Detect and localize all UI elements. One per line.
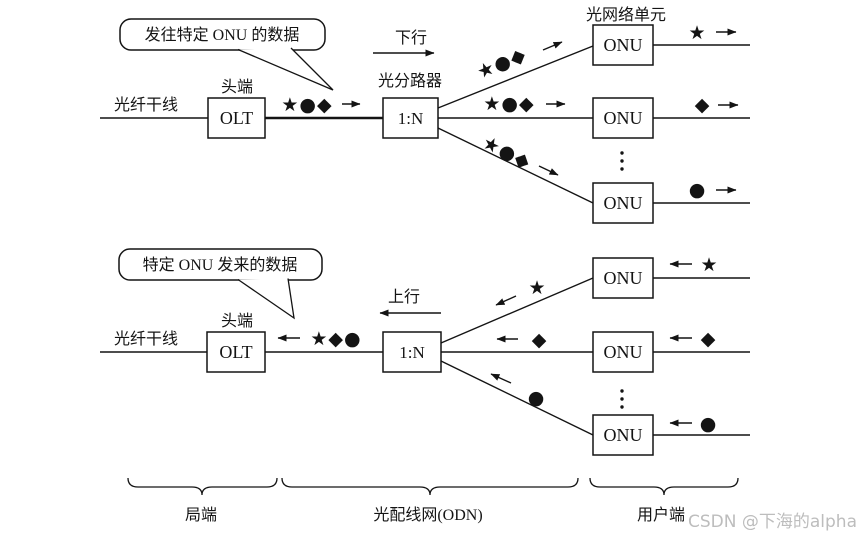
downstream-branch-payload-1: ★●◆ xyxy=(474,43,530,83)
downstream-onu-box-2 xyxy=(592,97,654,139)
upstream-callout-bubble xyxy=(118,248,323,281)
downstream-branch-arrow-3 xyxy=(538,165,559,176)
downstream-delivered-symbol-2: ◆ xyxy=(695,94,710,116)
brace-odn xyxy=(281,477,579,496)
downstream-delivered-symbol-1: ★ xyxy=(688,22,705,44)
upstream-branch-line-1 xyxy=(440,277,594,344)
upstream-onu-label-3: ONU xyxy=(604,425,643,445)
upstream-splitter-box xyxy=(382,331,442,373)
upstream-fiber-trunk-label: 光纤干线 xyxy=(114,330,178,348)
downstream-splitter-ratio: 1:N xyxy=(398,109,424,128)
section-label-user-side: 用户端 xyxy=(637,506,685,524)
upstream-sent-symbol-1: ★ xyxy=(700,254,717,276)
csdn-watermark: CSDN @下海的alpha xyxy=(688,512,857,532)
upstream-callout-tail xyxy=(237,278,295,320)
upstream-splitter-ratio: 1:N xyxy=(399,343,425,362)
downstream-diagram: 发往特定 ONU 的数据 下行 光纤干线 头端 OLT ★●◆ 光分路器 1:N… xyxy=(100,5,750,224)
downstream-callout-bubble xyxy=(119,18,326,51)
downstream-splitter-title: 光分路器 xyxy=(378,72,442,90)
downstream-callout-label: 发往特定 ONU 的数据 xyxy=(145,26,300,44)
footer-section-braces: 局端 光配线网(ODN) 用户端 xyxy=(127,477,739,524)
upstream-onu-label-2: ONU xyxy=(604,342,643,362)
upstream-vertical-ellipsis xyxy=(620,389,624,409)
downstream-branch-line-1 xyxy=(437,45,594,109)
upstream-onu-box-2 xyxy=(592,331,654,373)
downstream-vertical-ellipsis xyxy=(620,151,624,171)
downstream-headend-label: 头端 xyxy=(221,78,253,96)
downstream-branch-line-3 xyxy=(437,127,594,204)
section-label-central-office: 局端 xyxy=(185,506,217,524)
downstream-olt-box xyxy=(207,97,266,139)
upstream-branch-payload-2: ◆ xyxy=(532,329,547,351)
upstream-branch-payload-1: ★ xyxy=(528,277,545,299)
upstream-branch-arrow-1 xyxy=(495,295,517,306)
downstream-delivered-symbol-3: ● xyxy=(689,179,706,201)
downstream-fiber-trunk-label: 光纤干线 xyxy=(114,96,178,114)
section-label-odn: 光配线网(ODN) xyxy=(373,506,482,524)
upstream-branch-line-3 xyxy=(440,360,594,436)
downstream-callout-tail xyxy=(237,47,334,91)
upstream-headend-label: 头端 xyxy=(221,312,253,330)
upstream-direction-label: 上行 xyxy=(388,288,420,306)
upstream-olt-label: OLT xyxy=(219,342,252,362)
upstream-sent-symbol-3: ● xyxy=(700,413,717,435)
upstream-onu-label-1: ONU xyxy=(604,268,643,288)
upstream-diagram: 特定 ONU 发来的数据 上行 光纤干线 头端 OLT ★◆● 1:N ★ ◆ … xyxy=(100,248,750,456)
downstream-onu-label-2: ONU xyxy=(604,108,643,128)
downstream-olt-label: OLT xyxy=(220,108,253,128)
downstream-onu-label-1: ONU xyxy=(604,35,643,55)
downstream-splitter-box xyxy=(382,97,439,139)
downstream-branch-arrow-1 xyxy=(542,41,563,51)
downstream-onu-box-1 xyxy=(592,24,654,66)
upstream-callout-label: 特定 ONU 发来的数据 xyxy=(143,256,298,274)
downstream-direction-label: 下行 xyxy=(395,29,427,47)
downstream-branch-payload-2: ★●◆ xyxy=(483,93,534,115)
downstream-onu-label-3: ONU xyxy=(604,193,643,213)
upstream-trunk-payload-symbols: ★◆● xyxy=(310,328,361,350)
upstream-branch-payload-3: ● xyxy=(528,387,545,409)
upstream-olt-box xyxy=(206,331,266,373)
upstream-branch-arrow-3 xyxy=(490,373,512,384)
downstream-branch-payload-3: ★●◆ xyxy=(479,131,535,173)
brace-central-office xyxy=(127,477,278,496)
upstream-sent-symbol-2: ◆ xyxy=(701,328,716,350)
onu-section-title: 光网络单元 xyxy=(586,5,666,24)
brace-user-side xyxy=(589,477,739,496)
downstream-trunk-payload-symbols: ★●◆ xyxy=(281,94,332,116)
